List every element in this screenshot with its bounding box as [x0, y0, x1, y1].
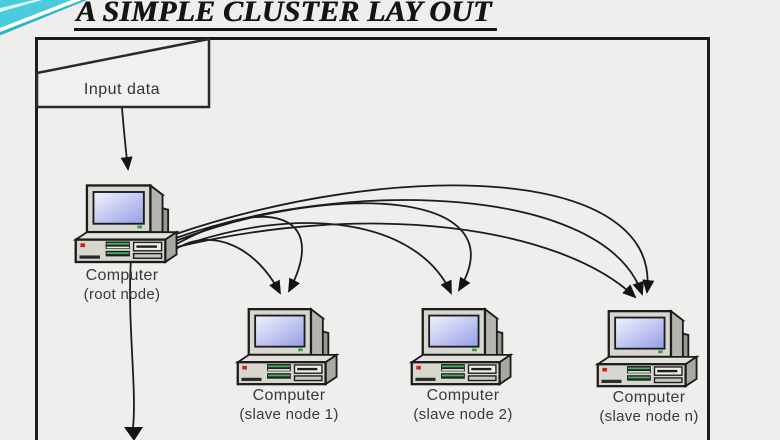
node-role: (slave node n): [599, 407, 699, 425]
node-root-label: Computer (root node): [52, 266, 192, 304]
node-name: Computer: [612, 389, 686, 406]
node-slave-2: [408, 300, 518, 386]
input-data-label: Input data: [83, 81, 161, 98]
node-role: (root node): [83, 285, 161, 303]
diagram-frame: [35, 37, 710, 440]
node-role: (slave node 2): [413, 405, 513, 423]
teal-ribbon-icon: [0, 0, 87, 36]
node-role: (slave node 1): [239, 405, 339, 423]
node-slave-1-label: Computer (slave node 1): [209, 386, 369, 424]
computer-icon: [408, 300, 518, 386]
node-slave-n-label: Computer (slave node n): [569, 388, 729, 426]
node-slave-2-label: Computer (slave node 2): [383, 386, 543, 424]
slide-title: A SIMPLE CLUSTER LAY OUT: [74, 0, 498, 32]
node-slave-1: [234, 300, 344, 386]
node-name: Computer: [426, 387, 500, 404]
node-root: [72, 176, 184, 264]
computer-icon: [72, 176, 184, 264]
node-slave-n: [594, 302, 704, 388]
computer-icon: [594, 302, 704, 388]
node-name: Computer: [252, 387, 326, 404]
node-name: Computer: [85, 267, 159, 284]
computer-icon: [234, 300, 344, 386]
